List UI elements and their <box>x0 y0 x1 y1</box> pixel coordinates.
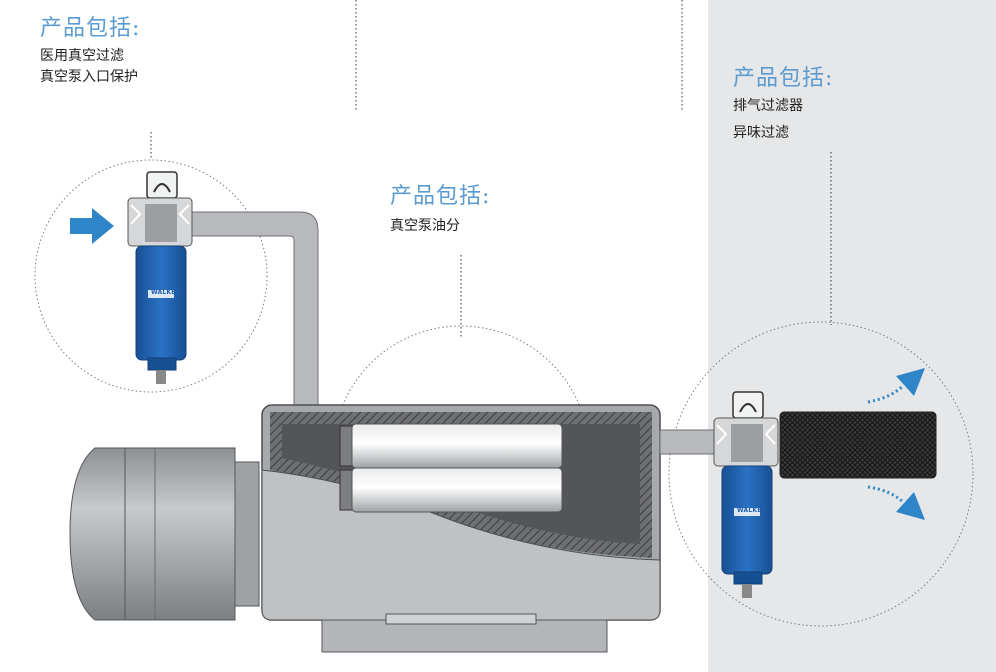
exhaust-silencer <box>779 411 937 479</box>
exhaust-up-arrow-icon <box>867 368 925 404</box>
right-section-line-1: 排气过滤器 <box>733 98 803 114</box>
inlet-filter-brand: WALKER <box>151 289 181 296</box>
leader-lines <box>150 0 832 338</box>
right-section-line-2: 异味过滤 <box>733 125 789 141</box>
outlet-pipe <box>659 429 721 455</box>
exhaust-filter-brand: WALKER <box>737 507 767 514</box>
exhaust-down-arrow-icon <box>867 485 925 520</box>
middle-section-title: 产品包括: <box>390 184 491 209</box>
inlet-arrow-icon <box>70 208 114 244</box>
oil-separator-elements <box>339 423 563 513</box>
right-section-title: 产品包括: <box>733 66 834 91</box>
exhaust-filter <box>713 391 779 598</box>
left-section-line-1: 医用真空过滤 <box>40 48 124 64</box>
motor <box>69 447 260 621</box>
middle-section-line-1: 真空泵油分 <box>390 218 460 234</box>
left-section-title: 产品包括: <box>40 16 141 41</box>
inlet-pipe <box>191 211 319 409</box>
inlet-filter <box>127 171 193 384</box>
left-section-line-2: 真空泵入口保护 <box>40 69 138 85</box>
